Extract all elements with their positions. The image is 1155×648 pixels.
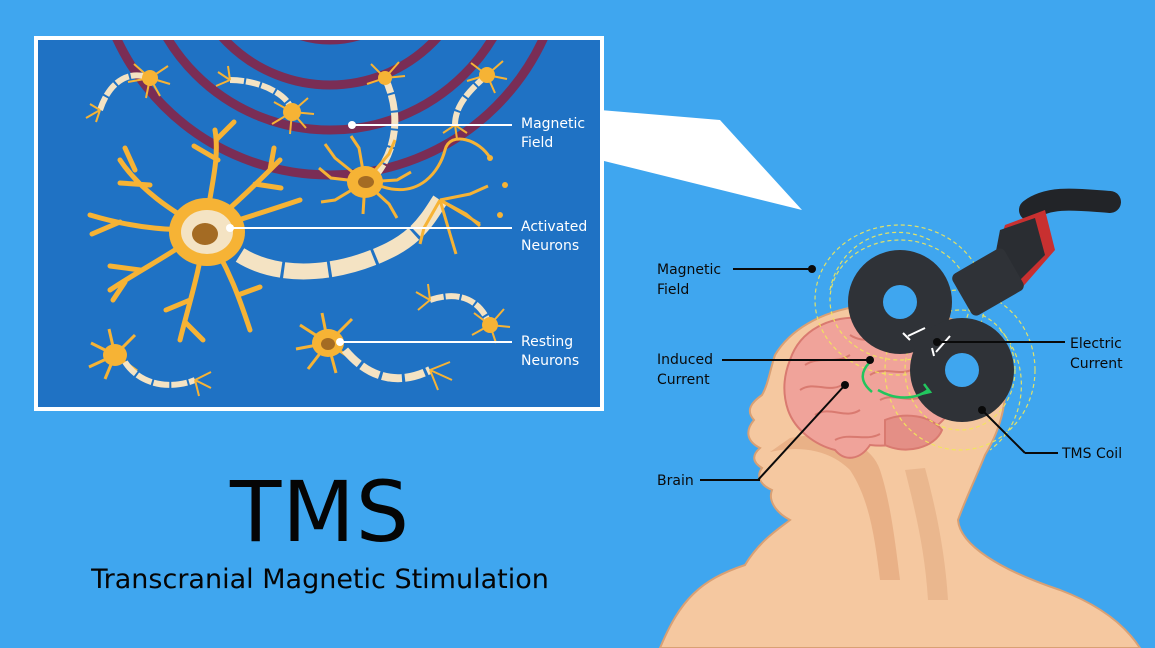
- head-label-magnetic-field: Magnetic Field: [657, 262, 726, 298]
- spine: [905, 468, 948, 600]
- resting-neuron: [88, 328, 212, 397]
- head-silhouette: [658, 304, 1142, 648]
- activated-neuron-small: [318, 135, 508, 219]
- head-label-electric-current: Electric Current: [1070, 336, 1126, 372]
- axon-terminals: [418, 184, 489, 255]
- inset-label-resting-neurons: Resting Neurons: [521, 334, 579, 369]
- page-subtitle: Transcranial Magnetic Stimulation: [91, 564, 549, 595]
- airway: [770, 435, 900, 580]
- page-title: TMS: [229, 463, 411, 561]
- small-neuron: [442, 60, 508, 140]
- coil-cable: [1019, 188, 1121, 221]
- head-label-tms-coil: TMS Coil: [1061, 446, 1122, 462]
- inset-label-magnetic-field: Magnetic Field: [521, 116, 590, 151]
- head-leader-dots: [808, 265, 986, 414]
- inset-label-activated-neurons: Activated Neurons: [521, 219, 592, 254]
- activated-neuron-large: [87, 119, 303, 343]
- inset-leader-dots: [226, 121, 356, 346]
- inset-leader-lines: [230, 124, 512, 343]
- head-label-brain: Brain: [657, 473, 694, 489]
- magnetic-field-rings: [112, 40, 548, 180]
- head-leader-lines: [700, 268, 1065, 481]
- resting-neuron: [295, 312, 453, 391]
- resting-neuron: [415, 283, 511, 344]
- small-neuron: [85, 63, 171, 123]
- small-neuron: [215, 65, 315, 135]
- electric-current-arrows: [902, 327, 951, 357]
- neuron-inset-panel: Magnetic Field Activated Neurons Resting…: [34, 36, 604, 411]
- coil-handle: [952, 210, 1055, 316]
- main-axon: [235, 195, 447, 280]
- callout-pointer: [600, 110, 802, 210]
- head-illustration: Magnetic Field Induced Current Brain Ele…: [657, 188, 1142, 648]
- head-label-induced-current: Induced Current: [657, 352, 717, 388]
- induced-current-arrows: [861, 361, 933, 399]
